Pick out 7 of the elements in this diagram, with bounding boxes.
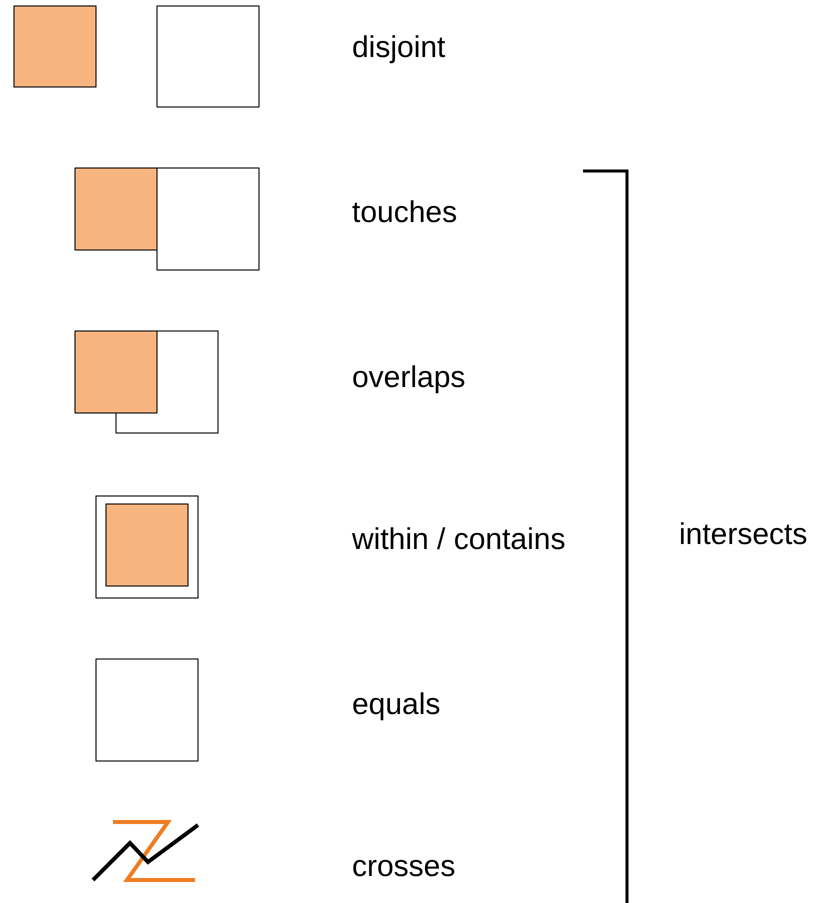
relation-label: touches [352, 198, 458, 228]
relation-label: disjoint [352, 33, 446, 63]
relation-label: within / contains [352, 525, 566, 555]
relation-label: overlaps [352, 363, 466, 393]
relation-label: equals [352, 690, 440, 720]
relation-label: crosses [352, 852, 456, 882]
relation-label: intersects [679, 520, 808, 550]
